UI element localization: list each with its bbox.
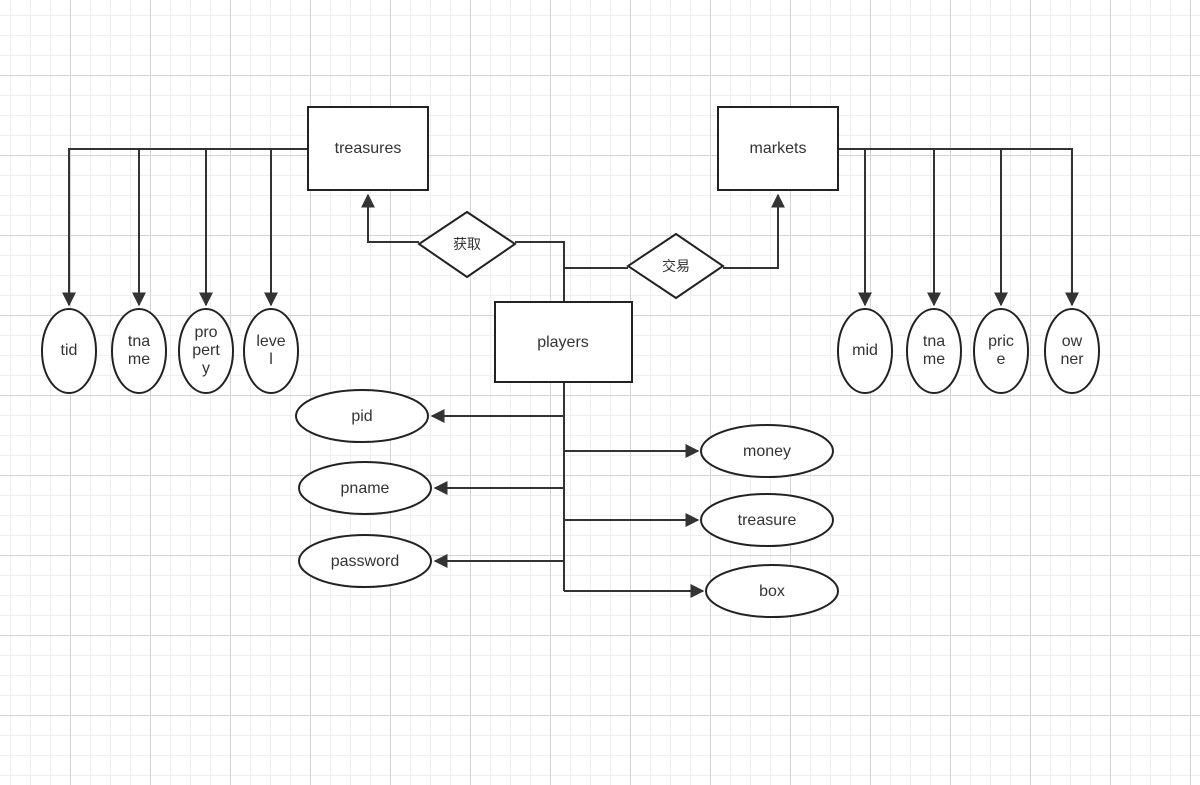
relationship-edges [361, 193, 785, 301]
relationship-acquire-label: 获取 [453, 237, 481, 253]
attribute-money-label: money [743, 443, 791, 460]
attribute-pname-label: pname [341, 480, 390, 497]
attribute-label-line: y [202, 360, 210, 377]
attribute-label-line: me [128, 351, 150, 368]
attribute-mid-label: mid [852, 342, 878, 359]
attribute-treasure-label: treasure [738, 512, 797, 529]
players-attribute-edges [430, 383, 705, 598]
attribute-mid[interactable]: mid [837, 308, 893, 394]
attribute-label-line: tid [61, 342, 78, 359]
edge-markets-owner [838, 148, 1079, 307]
attribute-label-line: pert [192, 342, 220, 359]
attribute-label-line: pric [988, 333, 1014, 350]
entity-treasures-label: treasures [335, 140, 402, 157]
entity-treasures[interactable]: treasures [307, 106, 429, 191]
attribute-label-line: tna [128, 333, 150, 350]
attribute-label-line: mid [852, 342, 878, 359]
attribute-label-line: tna [923, 333, 945, 350]
entity-players[interactable]: players [494, 301, 633, 383]
treasures-attribute-edges [62, 148, 307, 307]
edge-acquire-treasures [361, 193, 419, 243]
attribute-money[interactable]: money [700, 424, 834, 478]
attribute-label-line: leve [256, 333, 285, 350]
attribute-label-line: e [997, 351, 1006, 368]
edge-players-acquire [515, 241, 565, 301]
attribute-box-label: box [759, 583, 785, 600]
attribute-pname[interactable]: pname [298, 461, 432, 515]
attribute-label-line: me [923, 351, 945, 368]
attribute-tid[interactable]: tid [41, 308, 97, 394]
markets-attribute-edges [838, 148, 1079, 307]
edge-treasures-tid [62, 148, 307, 307]
relationship-acquire[interactable]: 获取 [417, 210, 517, 279]
entity-markets[interactable]: markets [717, 106, 839, 191]
attribute-treasure[interactable]: treasure [700, 493, 834, 547]
entity-players-label: players [537, 334, 589, 351]
attribute-label-line: pro [194, 324, 217, 341]
attribute-pid[interactable]: pid [295, 389, 429, 443]
attribute-label-line: ow [1062, 333, 1083, 350]
attribute-pid-label: pid [351, 408, 372, 425]
attribute-label-line: l [269, 351, 273, 368]
edge-trade-markets [723, 193, 785, 269]
attribute-password-label: password [331, 553, 399, 570]
attribute-tid-label: tid [61, 342, 78, 359]
relationship-trade-label: 交易 [662, 258, 690, 275]
entity-markets-label: markets [750, 140, 807, 157]
relationship-trade[interactable]: 交易 [626, 232, 725, 300]
attribute-label-line: ner [1060, 351, 1084, 368]
attribute-password[interactable]: password [298, 534, 432, 588]
attribute-box[interactable]: box [705, 564, 839, 618]
